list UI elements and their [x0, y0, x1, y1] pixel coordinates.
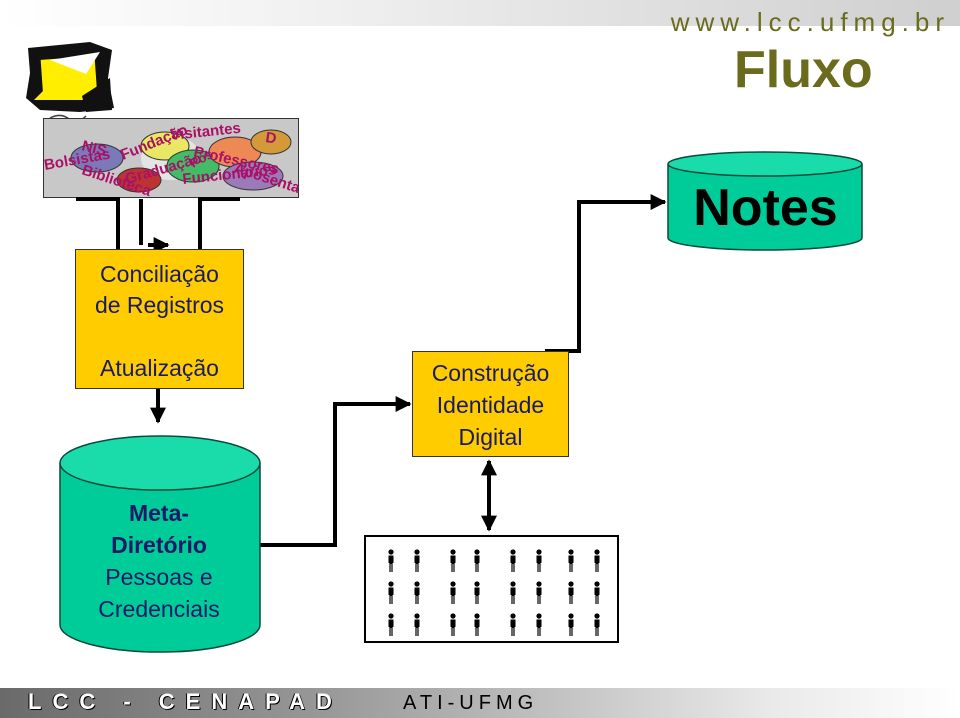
person-icon [474, 613, 480, 636]
digital-label: Digital [458, 424, 523, 450]
person-icon [536, 613, 542, 636]
registros-label: de Registros [94, 292, 225, 318]
person-icon [414, 581, 420, 604]
diretorio-label: Diretório [111, 532, 207, 558]
meta-label: Meta- [128, 500, 190, 526]
person-icon [414, 549, 420, 572]
source-cylinder [116, 167, 162, 193]
construcao-label: Construção [431, 360, 550, 386]
person-icon [388, 581, 394, 604]
person-icon [510, 581, 516, 604]
source-cylinder [70, 143, 124, 173]
person-icon [474, 549, 480, 572]
person-icon [414, 613, 420, 636]
person-icon [568, 549, 574, 572]
person-icon [568, 581, 574, 604]
identidade-label: Identidade [436, 392, 545, 418]
id-to-notes-arrow [545, 194, 667, 353]
source-cylinder [250, 129, 292, 155]
person-icon [568, 613, 574, 636]
logo [26, 42, 114, 123]
person-icon [594, 581, 600, 604]
top-bar [0, 0, 960, 26]
pessoas-label: Pessoas e [105, 564, 213, 590]
source-label: D [264, 129, 277, 147]
notes-cylinder [667, 151, 863, 251]
person-icon [388, 613, 394, 636]
footer-left: LCC - CENAPAD [28, 689, 343, 714]
source-connector [76, 197, 120, 250]
conciliacao-box: Conciliação de Registros Atualização [75, 249, 244, 389]
person-icon [474, 581, 480, 604]
meta-to-id-arrow [260, 396, 412, 547]
site-url: www.lcc.ufmg.br [670, 7, 950, 37]
atualizacao-label: Atualização [100, 355, 219, 381]
people-group [364, 535, 619, 643]
person-icon [594, 549, 600, 572]
slide-title: Fluxo [734, 41, 873, 99]
meta-diretorio-text: Meta- Diretório Pessoas e Credenciais [60, 497, 258, 625]
conciliacao-label: Conciliação [100, 261, 219, 287]
credenciais-label: Credenciais [98, 596, 220, 622]
identidade-box: Construção Identidade Digital [412, 351, 569, 457]
person-icon [450, 613, 456, 636]
footer-right: ATI-UFMG [403, 692, 539, 714]
notes-label: Notes [693, 179, 838, 237]
source-cylinder [222, 161, 284, 191]
person-icon [510, 549, 516, 572]
meta-diretorio-cylinder [59, 435, 261, 653]
source-label: NIS [80, 137, 108, 160]
person-icon [510, 613, 516, 636]
person-icon [388, 549, 394, 572]
footer-bar: LCC - CENAPAD ATI-UFMG [0, 688, 960, 718]
person-icon [536, 581, 542, 604]
data-sources-image: NIS Fundação Visitantes D Bolsistas Prof… [43, 118, 299, 198]
source-cylinder [166, 149, 220, 183]
person-icon [536, 549, 542, 572]
source-connector [198, 197, 240, 250]
person-icon [450, 581, 456, 604]
person-icon [594, 613, 600, 636]
person-icon [450, 549, 456, 572]
